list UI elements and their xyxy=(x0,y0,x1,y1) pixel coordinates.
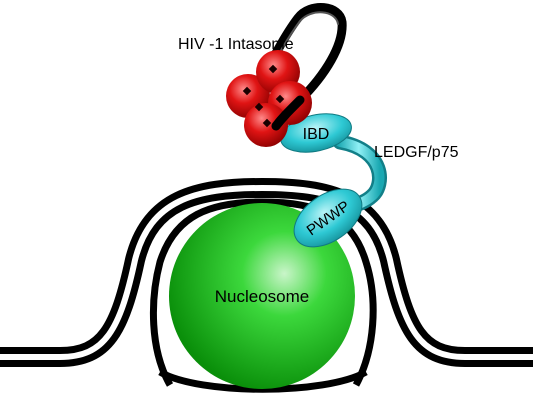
active-site-mark xyxy=(268,64,278,74)
nucleosome-sphere xyxy=(169,203,355,389)
viral-dna-loop xyxy=(253,3,347,105)
hiv1-intasome: HIV -1 Intasome xyxy=(178,3,347,147)
ledgf-p75: PWWP IBD LEDGF/p75 xyxy=(280,113,459,248)
dna-inner-wrap xyxy=(149,198,377,387)
intasome-label: HIV -1 Intasome xyxy=(178,36,294,53)
dna-strand xyxy=(0,178,533,393)
dna-bottom-wrap xyxy=(158,368,368,393)
nucleosome: Nucleosome xyxy=(169,203,355,389)
active-site-mark xyxy=(262,118,272,128)
nucleosome-label: Nucleosome xyxy=(215,287,310,306)
dna-outer-wrap-gap xyxy=(0,185,533,360)
viral-dna-loop-front xyxy=(271,95,305,131)
active-site-mark xyxy=(254,102,264,112)
ibd-domain: IBD xyxy=(280,113,352,153)
ledgf-label: LEDGF/p75 xyxy=(374,144,459,161)
active-site-mark xyxy=(275,94,285,104)
pwwp-domain: PWWP xyxy=(293,188,363,248)
active-site-mark xyxy=(242,86,252,96)
ibd-label: IBD xyxy=(303,126,330,143)
